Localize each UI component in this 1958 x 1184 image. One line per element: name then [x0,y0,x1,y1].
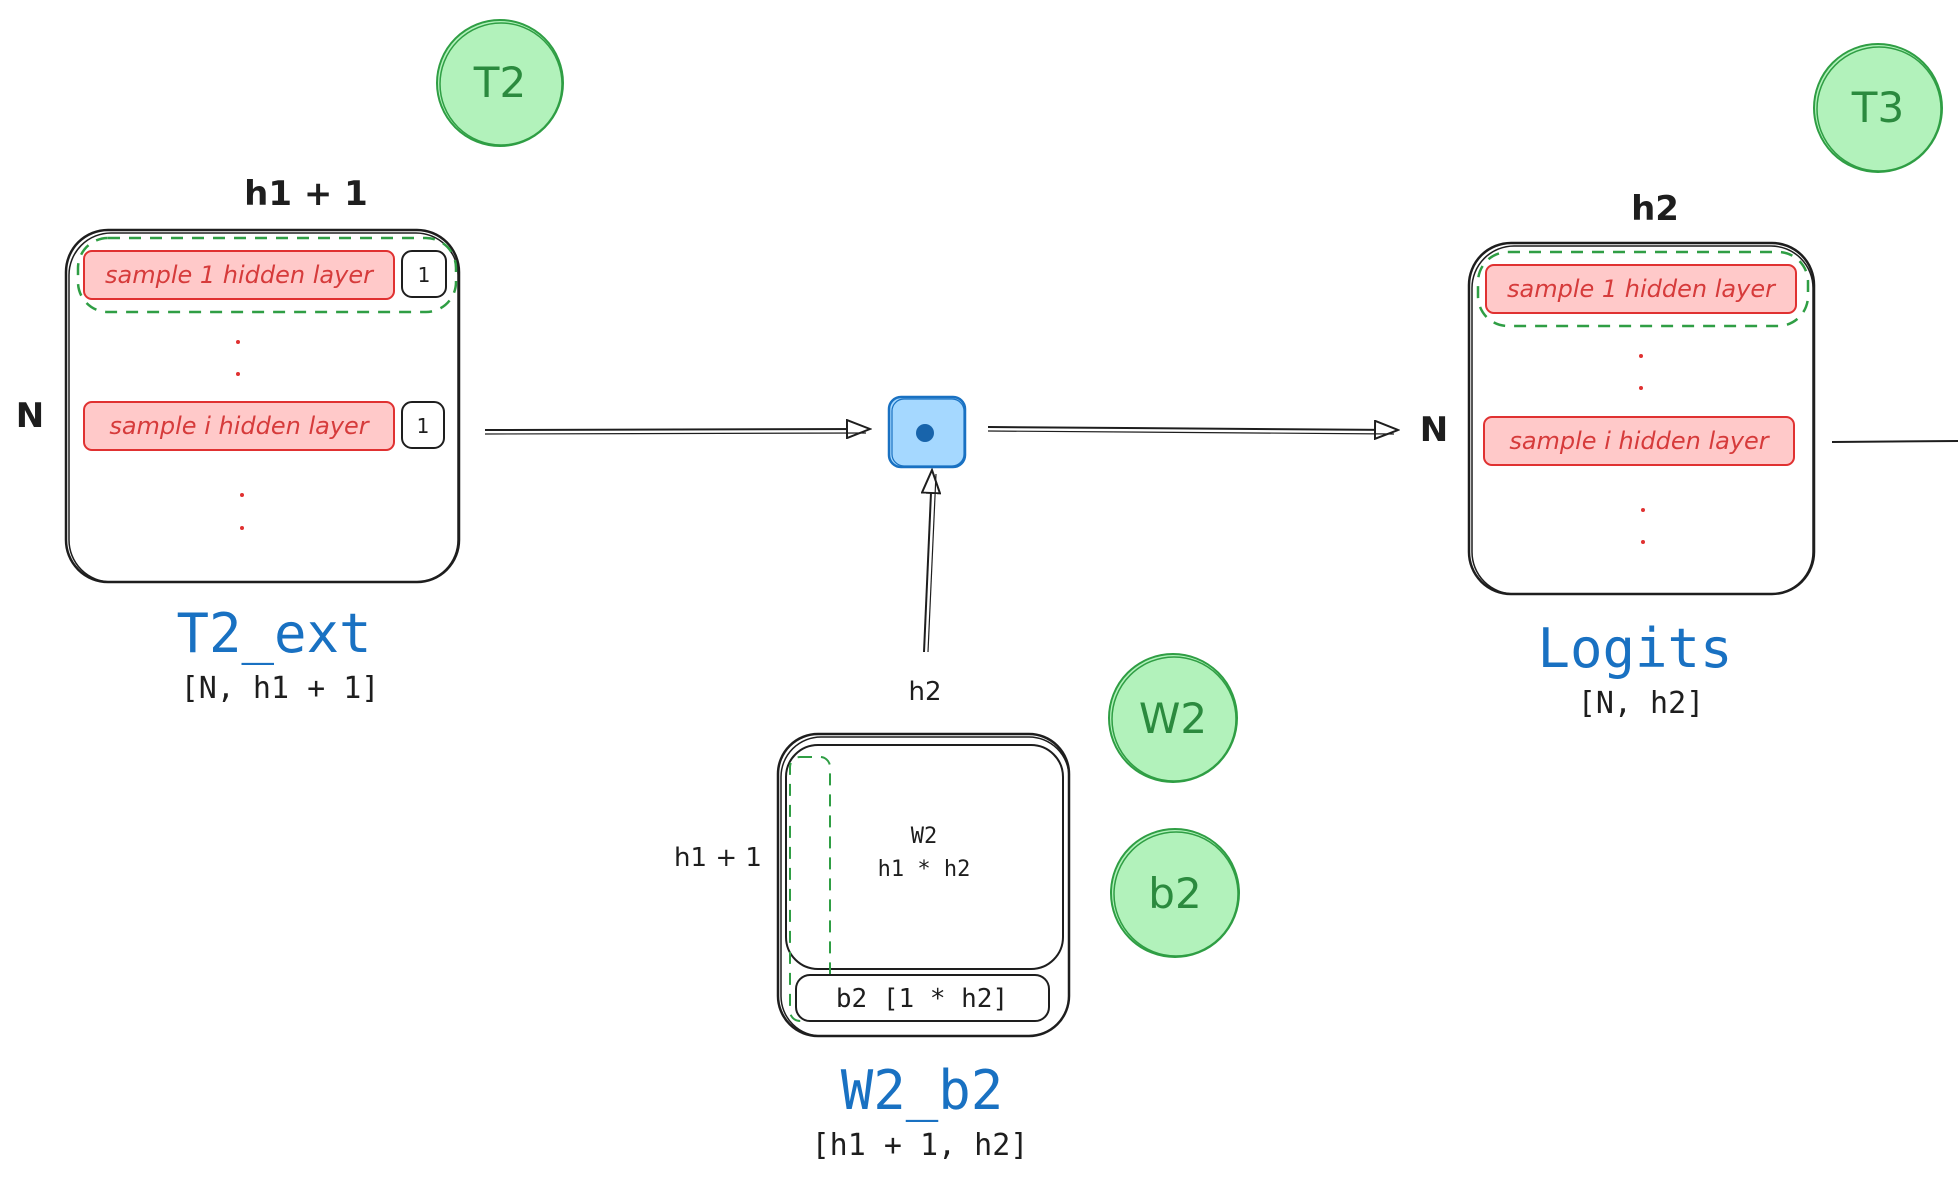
t3-badge-label: T3 [1851,83,1904,132]
t2-ext-top-dimension: h1 + 1 [244,174,368,214]
b2-bias-row [795,974,1050,1022]
w2-inner-title: W2 [911,824,938,849]
b2-bias-label: b2 [1 * h2] [836,984,1008,1014]
t2-ext-ellipsis-lower [240,493,244,530]
logits-side-dimension: N [1420,410,1448,450]
logits-row-first-label: sample 1 hidden layer [1507,275,1777,303]
t2-ext-row-i-label: sample i hidden layer [109,412,370,440]
arrow-operator-to-logits [987,427,1398,434]
w2-inner-shape: h1 * h2 [878,857,971,882]
t2-ext-ellipsis-upper [236,340,240,376]
matmul-dot-icon [916,424,934,442]
w2-b2-title: W2_b2 [841,1059,1004,1122]
w2-badge-label: W2 [1139,694,1207,743]
logits-row-i-label: sample i hidden layer [1509,427,1770,455]
b2-badge: b2 [1110,828,1240,958]
logits-shape: [N, h2] [1578,686,1704,721]
arrow-w2-b2-to-operator [924,470,936,653]
t2-ext-row-highlight [76,236,458,314]
w2-b2-top-dimension: h2 [908,677,941,707]
t2-badge-label: T2 [473,58,526,107]
t2-ext-bias-cell-i-label: 1 [417,414,430,438]
t2-ext-row-first [83,250,395,300]
t2-ext-side-dimension: N [16,396,44,436]
t3-badge: T3 [1813,43,1943,173]
w2-b2-matrix: h2 h1 + 1 W2 h1 * h2 b2 [1 * h2] W2_b2 [… [674,677,1071,1163]
logits-ellipsis-upper [1639,354,1643,390]
w2-weights-box [785,744,1064,970]
logits-ellipsis-lower [1641,508,1645,544]
logits-row-first [1485,264,1797,314]
logits-row-i [1483,416,1795,466]
t2-ext-row-i [83,401,395,451]
arrow-t2-ext-to-operator [484,429,870,434]
logits-top-dimension: h2 [1631,189,1679,229]
arrow-logits-out [1831,440,1958,443]
logits-title: Logits [1537,617,1732,680]
b2-badge-label: b2 [1148,869,1201,918]
t2-ext-shape: [N, h1 + 1] [181,671,380,706]
matmul-operator [887,395,967,469]
t2-badge: T2 [436,19,564,147]
w2-badge: W2 [1108,653,1238,783]
t2-ext-title: T2_ext [176,602,371,665]
t2-ext-row-first-label: sample 1 hidden layer [105,261,375,289]
t2-ext-bias-cell-first-label: 1 [418,263,431,287]
t2-ext-bias-cell-i [401,401,445,449]
t2-ext-matrix: h1 + 1 N sample 1 hidden layer 1 sample … [16,174,461,706]
w2-b2-side-dimension: h1 + 1 [674,843,762,873]
w2-b2-shape: [h1 + 1, h2] [812,1128,1029,1163]
logits-row-highlight [1476,250,1810,328]
logits-matrix: h2 N sample 1 hidden layer sample i hidd… [1420,189,1816,721]
t2-ext-bias-cell-first [401,250,447,298]
